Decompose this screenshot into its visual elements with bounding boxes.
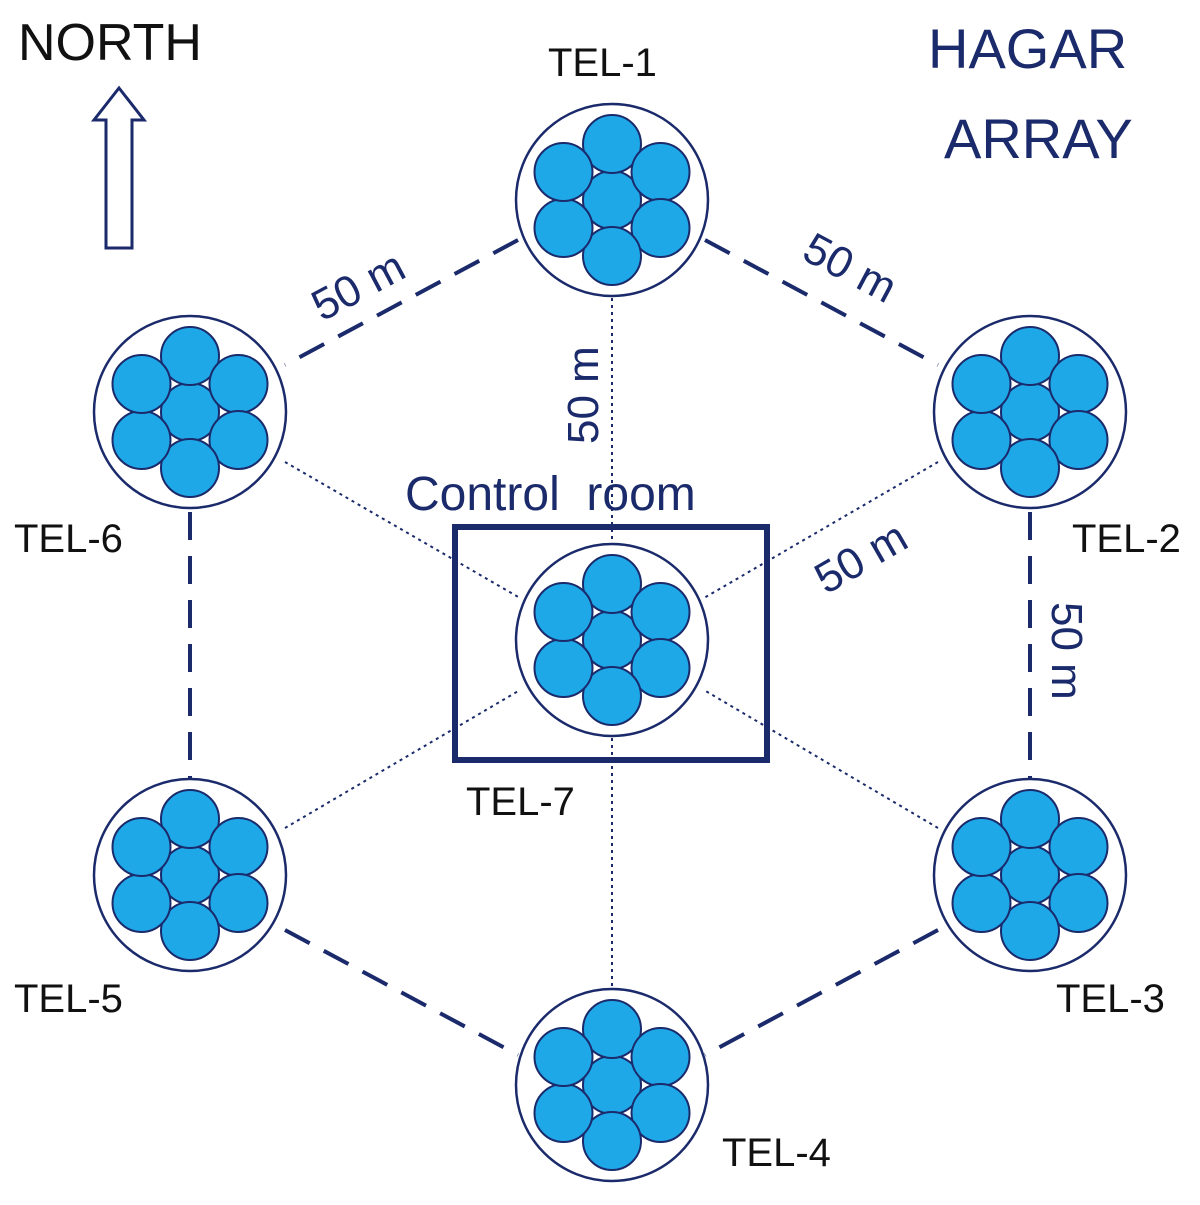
mirror (160, 901, 220, 961)
array-links (188, 238, 1032, 1057)
mirror (582, 999, 642, 1059)
telescope-tel-1 (514, 102, 710, 298)
telescope-tel-7 (514, 542, 710, 738)
mirror (208, 410, 269, 470)
link-tel3-tel4 (704, 928, 939, 1057)
tel-2-label: TEL-2 (1072, 517, 1181, 561)
mirror (582, 114, 642, 174)
mirror (1000, 326, 1060, 386)
link-tel1-tel6 (284, 238, 519, 367)
mirror (582, 226, 642, 286)
link-tel7-tel3 (703, 689, 939, 829)
telescope-tel-3 (932, 777, 1128, 973)
mirror (533, 198, 594, 258)
mirror (111, 873, 172, 933)
mirror (951, 817, 1012, 877)
mirror (208, 354, 269, 414)
mirror (582, 1111, 642, 1171)
mirror (951, 354, 1012, 414)
mirror (533, 1027, 594, 1087)
distance-label-tel1-tel2: 50 m (795, 224, 904, 313)
north-arrow-icon (90, 85, 148, 250)
mirror (208, 817, 269, 877)
tel-7-label: TEL-7 (466, 780, 575, 824)
distance-label-tel2-tel3: 50 m (1042, 602, 1091, 700)
link-tel7-tel6 (284, 461, 521, 599)
north-label: NORTH (18, 14, 202, 72)
mirror (160, 438, 220, 498)
mirror (1000, 438, 1060, 498)
mirror (630, 142, 691, 202)
link-tel1-tel2 (704, 238, 939, 367)
mirror (1048, 354, 1109, 414)
mirror (630, 198, 691, 258)
distance-label-tel2-tel7: 50 m (807, 512, 916, 603)
mirror (1048, 410, 1109, 470)
mirror (1000, 789, 1060, 849)
telescope-tel-6 (92, 314, 288, 510)
mirror (1048, 817, 1109, 877)
mirror (630, 638, 691, 698)
mirror (630, 1083, 691, 1143)
link-tel5-tel4 (284, 928, 519, 1057)
diagram-title-line1: HAGAR (928, 17, 1127, 80)
mirror (630, 1027, 691, 1087)
control-room-box (452, 524, 770, 763)
mirror (630, 582, 691, 642)
mirror (582, 666, 642, 726)
tel-4-label: TEL-4 (722, 1131, 831, 1175)
mirror (1048, 873, 1109, 933)
mirror (111, 817, 172, 877)
mirror (1000, 901, 1060, 961)
telescope-group (92, 102, 1128, 1183)
telescope-tel-5 (92, 777, 288, 973)
tel-3-label: TEL-3 (1056, 977, 1165, 1021)
mirror (111, 354, 172, 414)
mirror (582, 554, 642, 614)
mirror (533, 1083, 594, 1143)
mirror (533, 582, 594, 642)
distance-label-tel1-tel6: 50 m (304, 242, 413, 331)
control-room-label: Control room (405, 468, 696, 521)
mirror (160, 789, 220, 849)
tel-5-label: TEL-5 (14, 977, 123, 1021)
telescope-tel-4 (514, 987, 710, 1183)
mirror (951, 873, 1012, 933)
tel-6-label: TEL-6 (14, 517, 123, 561)
distance-label-tel1-tel7: 50 m (559, 346, 608, 444)
mirror (111, 410, 172, 470)
link-tel7-tel2 (703, 461, 939, 599)
mirror (951, 410, 1012, 470)
mirror (533, 638, 594, 698)
telescope-tel-2 (932, 314, 1128, 510)
mirror (160, 326, 220, 386)
tel-1-label: TEL-1 (548, 41, 657, 85)
mirror (533, 142, 594, 202)
mirror (208, 873, 269, 933)
diagram-title-line2: ARRAY (944, 107, 1133, 170)
